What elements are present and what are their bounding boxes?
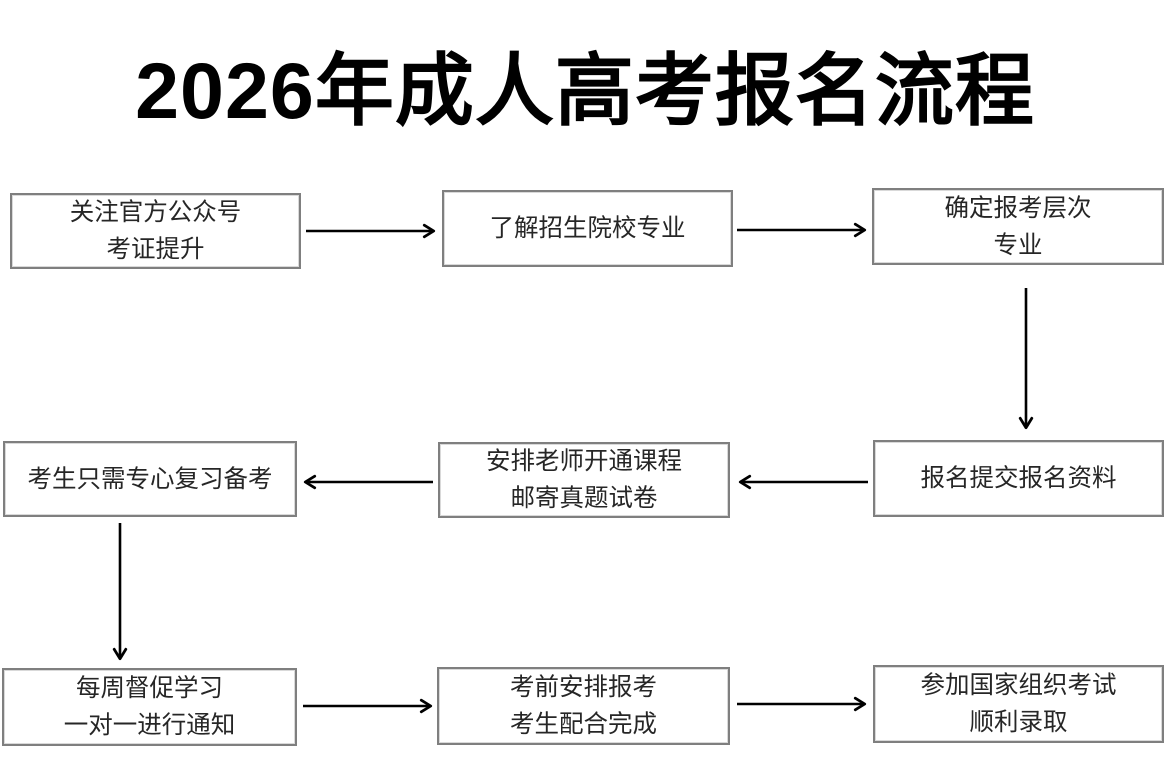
flow-step-take-national-exam: 参加国家组织考试 顺利录取 (873, 665, 1164, 743)
step-text-line: 参加国家组织考试 (920, 672, 1117, 699)
step-text-line: 邮寄真题试卷 (510, 485, 658, 512)
flow-step-learn-colleges-majors: 了解招生院校专业 (442, 190, 733, 267)
step-text-line: 考生配合完成 (510, 711, 657, 738)
step-text-line: 每周督促学习 (76, 675, 223, 702)
step-text-line: 了解招生院校专业 (489, 215, 686, 242)
flow-step-focus-on-review: 考生只需专心复习备考 (3, 441, 297, 517)
flow-step-weekly-supervision: 每周督促学习 一对一进行通知 (2, 668, 297, 746)
step-text-line: 安排老师开通课程 (486, 448, 682, 475)
step-text-line: 考前安排报考 (510, 674, 657, 701)
step-text-line: 考生只需专心复习备考 (27, 465, 273, 493)
step-text-line: 报名提交报名资料 (920, 465, 1117, 492)
flow-step-teacher-opens-course: 安排老师开通课程 邮寄真题试卷 (438, 442, 730, 518)
step-text-line: 考证提升 (106, 236, 205, 263)
step-text-line: 专业 (993, 231, 1043, 259)
page-title: 2026年成人高考报名流程 (135, 46, 1035, 135)
flow-step-confirm-level-major: 确定报考层次 专业 (872, 188, 1164, 265)
step-text-line: 一对一进行通知 (63, 712, 236, 739)
step-text-line: 顺利录取 (969, 709, 1068, 736)
step-text-line: 确定报考层次 (944, 194, 1092, 222)
flow-step-submit-registration-materials: 报名提交报名资料 (873, 440, 1164, 517)
flow-step-pre-exam-arrangement: 考前安排报考 考生配合完成 (437, 667, 730, 745)
step-text-line: 关注官方公众号 (69, 199, 242, 226)
flow-step-follow-official-account: 关注官方公众号 考证提升 (10, 193, 301, 269)
